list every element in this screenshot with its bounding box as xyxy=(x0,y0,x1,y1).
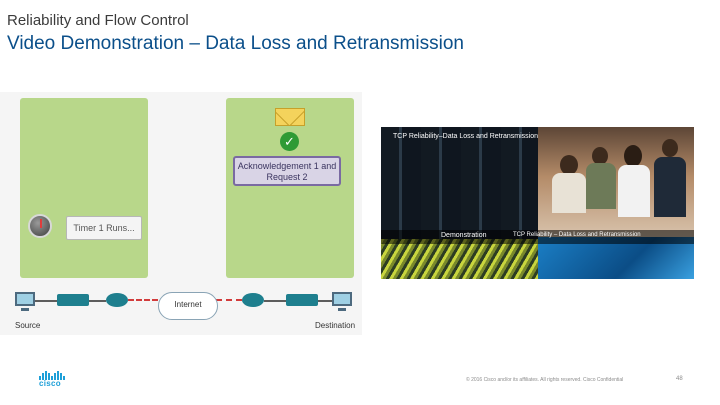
person-body xyxy=(654,157,686,217)
checkmark-icon: ✓ xyxy=(280,132,299,151)
section-kicker: Reliability and Flow Control xyxy=(7,12,189,29)
video-caption-left: Demonstration xyxy=(441,232,487,239)
link-line xyxy=(264,300,286,302)
destination-label: Destination xyxy=(315,321,355,330)
person-body xyxy=(586,163,616,209)
person-body xyxy=(618,165,650,217)
cisco-logo: cisco xyxy=(39,371,67,389)
person-body xyxy=(552,173,586,213)
source-label: Source xyxy=(15,321,40,330)
destination-server-icon xyxy=(332,292,352,306)
students-photo xyxy=(538,127,694,237)
red-link-line xyxy=(128,299,158,301)
video-caption-right: TCP Reliability – Data Loss and Retransm… xyxy=(513,232,641,238)
red-link-line xyxy=(216,299,242,301)
copyright-text: © 2016 Cisco and/or its affiliates. All … xyxy=(466,377,623,383)
link-line xyxy=(88,300,106,302)
source-computer-icon xyxy=(15,292,35,306)
network-topology: Internet Source Destination xyxy=(0,287,362,335)
page-title: Video Demonstration – Data Loss and Retr… xyxy=(7,33,464,55)
video-title: TCP Reliability–Data Loss and Retransmis… xyxy=(393,133,538,140)
ack-line-2: Request 2 xyxy=(235,172,339,183)
internet-cloud: Internet xyxy=(158,292,218,320)
person-head xyxy=(662,139,678,157)
link-line xyxy=(318,300,332,302)
cisco-logo-word: cisco xyxy=(39,380,67,388)
router-icon xyxy=(106,293,128,307)
source-panel xyxy=(20,98,148,278)
timer-icon xyxy=(28,214,52,238)
acknowledgement-box: Acknowledgement 1 and Request 2 xyxy=(233,156,341,186)
timer-callout: Timer 1 Runs... xyxy=(66,216,142,240)
switch-icon xyxy=(286,294,318,306)
ack-line-1: Acknowledgement 1 and xyxy=(235,161,339,172)
switch-icon xyxy=(57,294,89,306)
page-number: 48 xyxy=(676,376,683,382)
video-caption-bar: Demonstration TCP Reliability – Data Los… xyxy=(381,230,694,244)
person-head xyxy=(624,145,642,167)
envelope-icon xyxy=(275,108,305,126)
network-cables xyxy=(381,239,541,279)
animation-diagram: Timer 1 Runs... ✓ Acknowledgement 1 and … xyxy=(0,92,362,335)
router-icon xyxy=(242,293,264,307)
person-head xyxy=(560,155,578,175)
video-thumbnail[interactable]: TCP Reliability–Data Loss and Retransmis… xyxy=(381,127,694,279)
link-line xyxy=(34,300,58,302)
